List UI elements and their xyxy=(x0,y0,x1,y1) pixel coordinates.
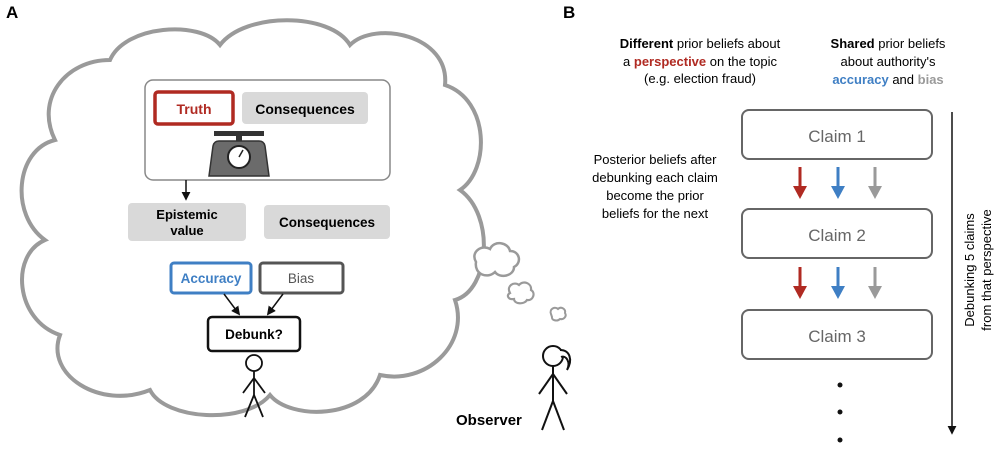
accuracy-box xyxy=(169,261,253,295)
arrows-claim2-to-claim3 xyxy=(793,267,882,299)
side-label: Debunking 5 claims from that perspective xyxy=(962,209,994,330)
accuracy-label: Accuracy xyxy=(181,271,242,286)
truth-box xyxy=(153,90,235,126)
posterior-line-3: become the prior xyxy=(606,188,704,203)
header-right-bias: bias xyxy=(918,72,944,87)
arrow-bias-debunk xyxy=(266,293,284,316)
header-right-line3: accuracy and bias xyxy=(832,72,943,87)
stick-figure-authority xyxy=(242,354,266,418)
header-right-shared: Shared xyxy=(831,36,875,51)
arrow-accuracy-debunk xyxy=(223,293,241,316)
header-right-line1-rest: prior beliefs xyxy=(875,36,946,51)
debunk-box xyxy=(206,315,302,353)
stick-figure-observer xyxy=(538,345,572,431)
consequences-mid-label: Consequences xyxy=(279,215,375,230)
bias-label: Bias xyxy=(288,271,315,286)
scale-icon xyxy=(208,131,270,177)
side-label-line2: from that perspective xyxy=(979,209,994,330)
header-left-line3: (e.g. election fraud) xyxy=(644,71,756,86)
consequences-mid-box xyxy=(264,205,390,239)
claim-2-box xyxy=(741,208,933,259)
header-left-line2-pre: a xyxy=(623,54,634,69)
panel-b-letter: B xyxy=(563,3,575,22)
claim-3-label: Claim 3 xyxy=(808,327,866,346)
header-left-different: Different xyxy=(620,36,674,51)
header-right-accuracy: accuracy xyxy=(832,72,889,87)
thought-bubble-medium xyxy=(506,281,535,305)
thought-bubble-small xyxy=(549,306,567,322)
posterior-line-4: beliefs for the next xyxy=(602,206,709,221)
claim-2-label: Claim 2 xyxy=(808,226,866,245)
header-left-line2-post: on the topic xyxy=(706,54,777,69)
side-label-line1: Debunking 5 claims xyxy=(962,213,977,327)
header-left-line2: a perspective on the topic xyxy=(623,54,777,69)
consequences-top-box xyxy=(242,92,368,124)
epistemic-label-line2: value xyxy=(170,223,203,238)
thought-bubble-large xyxy=(473,242,521,278)
debunk-label: Debunk? xyxy=(225,327,283,342)
posterior-line-1: Posterior beliefs after xyxy=(594,152,718,167)
header-left-line1-rest: prior beliefs about xyxy=(673,36,780,51)
arrows-claim1-to-claim2 xyxy=(793,167,882,199)
posterior-line-2: debunking each claim xyxy=(592,170,718,185)
header-right-line2: about authority's xyxy=(841,54,936,69)
claim-3-box xyxy=(741,309,933,360)
continuation-dots xyxy=(837,382,843,443)
header-left-line1: Different prior beliefs about xyxy=(620,36,781,51)
header-right-line3-mid: and xyxy=(889,72,918,87)
claim-1-box xyxy=(741,109,933,160)
consequences-top-label: Consequences xyxy=(255,101,355,117)
panel-a-letter: A xyxy=(6,3,18,22)
truth-label: Truth xyxy=(177,101,212,117)
header-left-perspective: perspective xyxy=(634,54,706,69)
observer-label: Observer xyxy=(456,412,522,429)
epistemic-label-line1: Epistemic xyxy=(156,207,217,222)
bias-box xyxy=(258,261,345,295)
epistemic-value-box xyxy=(128,203,246,241)
header-right-line1: Shared prior beliefs xyxy=(831,36,946,51)
claim-1-label: Claim 1 xyxy=(808,127,866,146)
